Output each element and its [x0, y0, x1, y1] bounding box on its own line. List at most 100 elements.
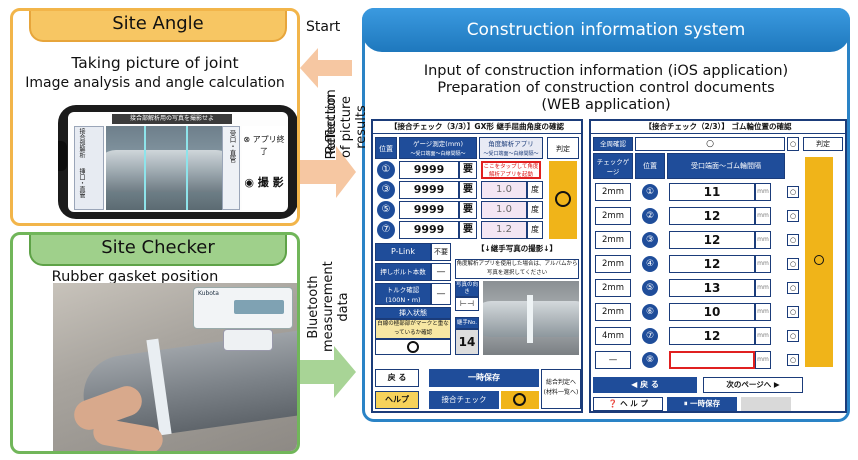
app1-col-angle-label: 角度解析アプリ: [488, 140, 534, 148]
app2-disabled-button: [741, 397, 791, 411]
gauge-select[interactable]: 2mm: [595, 231, 631, 249]
app-exit-button[interactable]: ⊗ アプリ終了: [243, 135, 285, 156]
gauge-select[interactable]: 2mm: [595, 183, 631, 201]
torque-title: トルク確認: [386, 286, 420, 294]
guide-line-right: [186, 126, 188, 210]
shoot-button[interactable]: ◉ 撮 影: [244, 176, 284, 189]
row-number: ③: [377, 181, 395, 199]
distance-input[interactable]: 13: [669, 279, 755, 297]
system-line2: Preparation of construction control docu…: [437, 80, 775, 96]
row-judge-radio[interactable]: ○: [787, 282, 799, 294]
row-number: ⑧: [642, 352, 658, 368]
back-button[interactable]: 戻 る: [375, 369, 419, 387]
gauge-select[interactable]: —: [595, 351, 631, 369]
distance-unit: mm: [755, 303, 771, 321]
distance-input[interactable]: 12: [669, 255, 755, 273]
phone-left-mid: 挿口・直管: [78, 168, 85, 198]
site-angle-line1: Taking picture of joint: [71, 54, 239, 72]
row-number: ⑥: [642, 304, 658, 320]
phone-banner: 接合部解析用の写真を撮影せよ: [112, 114, 232, 124]
gauge-select[interactable]: 2mm: [595, 279, 631, 297]
phone-screen: 接合部解析用の写真を撮影せよ 接合部解析 挿口・直管 受口・直管 ⊗ アプリ終了…: [68, 112, 288, 212]
row-judge-radio[interactable]: ○: [787, 186, 799, 198]
check-all-radio[interactable]: ○: [787, 137, 799, 151]
joint-photo[interactable]: [483, 281, 579, 355]
app2-judge-ok-mark: [814, 255, 824, 265]
app1-header: 【接合チェック（3/3）】GX形 継手屈曲角度の確認: [373, 121, 581, 134]
help-button[interactable]: ヘルプ: [375, 391, 419, 409]
app1-col-pos: 位置: [375, 137, 397, 159]
row-judge-radio[interactable]: ○: [787, 234, 799, 246]
phone-left-panel: 接合部解析 挿口・直管: [74, 126, 104, 210]
distance-unit: mm: [755, 231, 771, 249]
plink-label: P-Link: [375, 243, 431, 261]
app2-back-button[interactable]: ◀ 戻 る: [593, 377, 697, 393]
row-judge-radio[interactable]: ○: [787, 258, 799, 270]
dist-col-header: 受口端面〜ゴム輪間隔: [667, 153, 785, 179]
gauge-select[interactable]: 2mm: [595, 303, 631, 321]
row-judge-radio[interactable]: ○: [787, 354, 799, 366]
distance-input[interactable]: 12: [669, 231, 755, 249]
phone-mid-panel: 受口・直管: [222, 126, 240, 210]
site-checker-title: Site Checker: [29, 235, 287, 266]
distance-input[interactable]: 12: [669, 327, 755, 345]
site-angle-line2: Image analysis and angle calculation: [25, 75, 285, 91]
row-number: ②: [642, 208, 658, 224]
next-page-button[interactable]: 次のページへ ▶: [703, 377, 803, 393]
app1-col-angle-sub: 〜受口端面〜白線間隔〜: [483, 151, 539, 157]
phone-camera-view: [106, 126, 222, 210]
reflection-label-group: Reflection of picture results: [308, 95, 369, 160]
launch-angle-app-button[interactable]: ここをタップして角度解析アプリを起動: [481, 161, 541, 179]
plink-value[interactable]: 不要: [431, 243, 451, 261]
distance-input[interactable]: 11: [669, 183, 755, 201]
start-label: Start: [306, 19, 341, 35]
distance-input[interactable]: 12: [669, 207, 755, 225]
gauge-value[interactable]: 9999: [399, 221, 459, 239]
judge-ok-mark: [555, 191, 571, 207]
torque-value[interactable]: —: [431, 283, 451, 305]
app2-header: 【接合チェック（2/3）】 ゴム輪位置の確認: [591, 121, 845, 134]
distance-unit: mm: [755, 351, 771, 369]
checker-probe: [223, 329, 273, 351]
photo-direction-value[interactable]: ⊢⊣: [455, 297, 479, 311]
angle-value: 1.0: [481, 201, 527, 219]
bluetooth-text-3: data: [336, 292, 351, 322]
gauge-value[interactable]: 9999: [399, 181, 459, 199]
joint-no-value: 14: [455, 329, 479, 355]
device-label: Kubota: [198, 290, 219, 297]
gauge-select[interactable]: 2mm: [595, 207, 631, 225]
row-number: ①: [642, 184, 658, 200]
total-judge-button[interactable]: 総合判定へ(材料一覧へ): [541, 369, 581, 409]
row-judge-radio[interactable]: ○: [787, 210, 799, 222]
distance-input[interactable]: 10: [669, 303, 755, 321]
bolt-value[interactable]: —: [431, 263, 451, 281]
insert-result[interactable]: [375, 339, 451, 355]
gauge-select[interactable]: 4mm: [595, 327, 631, 345]
distance-input[interactable]: [669, 351, 755, 369]
photo-note: 角度解析アプリを使用した場合は、アルバムから写真を選択してください: [455, 259, 579, 279]
app2-help-button[interactable]: ❓ ヘ ル プ: [593, 397, 663, 411]
insert-label: 挿入状態: [375, 307, 451, 319]
phone-right-panel: ⊗ アプリ終了 ◉ 撮 影: [242, 126, 286, 210]
checker-photo: Kubota: [53, 283, 297, 451]
judge-result-bar: [549, 161, 577, 239]
check-all-label: 全周確認: [593, 137, 633, 151]
row-judge-radio[interactable]: ○: [787, 306, 799, 318]
gauge-value[interactable]: 9999: [399, 201, 459, 219]
reflection-arrow: [300, 146, 356, 198]
check-all-value[interactable]: ○: [635, 137, 785, 151]
app2-temp-save-button[interactable]: ⏸ 一時保存: [667, 397, 737, 411]
row-number: ①: [377, 161, 395, 179]
row-number: ⑦: [377, 221, 395, 239]
app1-col-gauge: ゲージ測定(mm) 〜受口端面〜白線間隔〜: [399, 137, 477, 159]
temp-save-button[interactable]: 一時保存: [429, 369, 539, 387]
angle-unit: 度: [527, 201, 543, 219]
gauge-value[interactable]: 9999: [399, 161, 459, 179]
row-judge-radio[interactable]: ○: [787, 330, 799, 342]
joint-check-button[interactable]: 接合チェック: [429, 391, 499, 409]
gauge-select[interactable]: 2mm: [595, 255, 631, 273]
system-line1: Input of construction information (iOS a…: [423, 63, 789, 79]
angle-value: 1.0: [481, 181, 527, 199]
system-title: Construction information system: [362, 8, 850, 52]
